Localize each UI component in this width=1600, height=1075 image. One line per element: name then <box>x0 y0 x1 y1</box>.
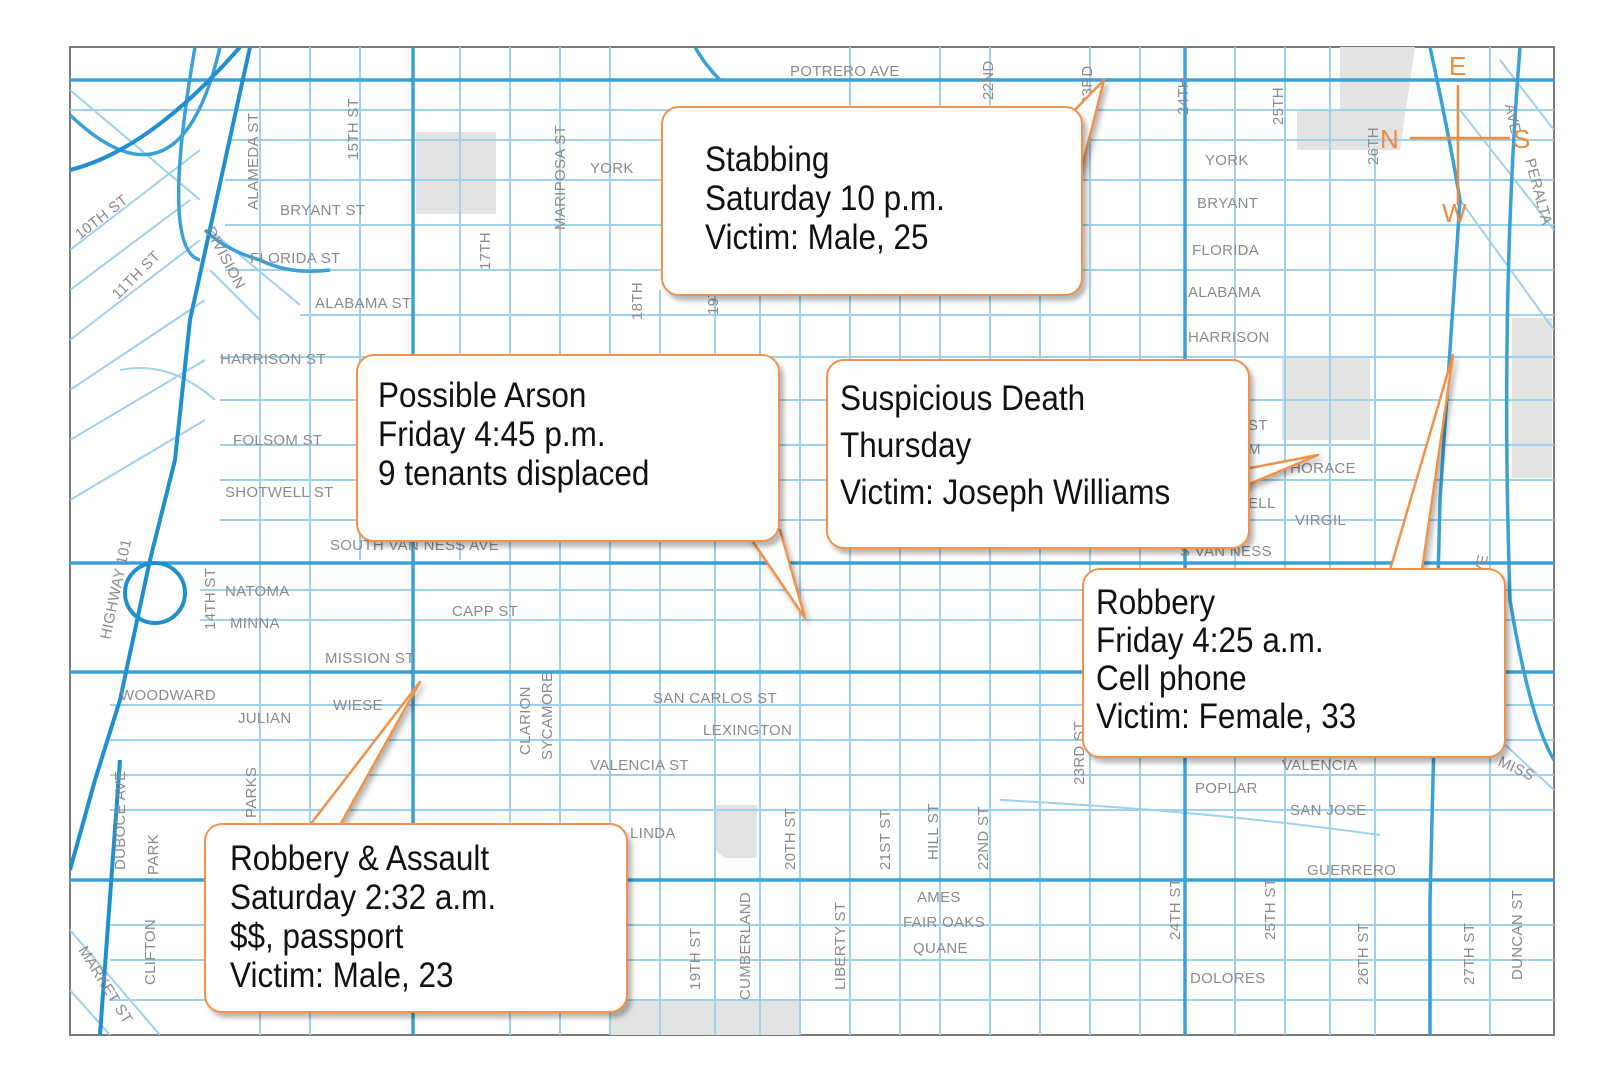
callout-stabbing: Stabbing Saturday 10 p.m. Victim: Male, … <box>661 106 1083 296</box>
label-bryant-east: BRYANT <box>1197 195 1258 212</box>
highway-101 <box>70 47 252 1035</box>
label-cumberland: CUMBERLAND <box>737 892 754 1000</box>
compass-rose: E N S W <box>1380 51 1530 228</box>
label-ell-fragment: ELL <box>1248 495 1276 512</box>
callout-pointers <box>308 78 1455 827</box>
label-22nd-top: 22ND <box>980 60 997 100</box>
label-lexington: LEXINGTON <box>703 722 792 739</box>
label-dolores: DOLORES <box>1190 970 1265 987</box>
callout-arson-time: Friday 4:45 p.m. <box>378 415 606 454</box>
callout-assault-items: $$, passport <box>230 917 404 956</box>
label-folsom: FOLSOM ST <box>233 432 322 449</box>
label-horace: HORACE <box>1290 460 1356 477</box>
callout-arson: Possible Arson Friday 4:45 p.m. 9 tenant… <box>356 354 780 542</box>
callout-robbery-item: Cell phone <box>1096 659 1247 698</box>
callout-robbery-victim: Victim: Female, 33 <box>1096 697 1357 736</box>
label-21st: 21ST ST <box>877 809 894 870</box>
label-hill: HILL ST <box>925 803 942 860</box>
label-woodward: WOODWARD <box>120 687 216 704</box>
label-ames: AMES <box>917 889 961 906</box>
label-harrison-east: HARRISON <box>1188 329 1270 346</box>
callout-robbery-time: Friday 4:25 a.m. <box>1096 621 1324 660</box>
callout-arson-detail: 9 tenants displaced <box>378 454 650 493</box>
label-14th: 14TH ST <box>202 568 219 630</box>
label-bryant: BRYANT ST <box>280 202 365 219</box>
label-24th-top: 24TH <box>1175 77 1192 115</box>
label-20th: 20TH ST <box>782 808 799 870</box>
label-harrison: HARRISON ST <box>220 351 326 368</box>
label-15th: 15TH ST <box>345 98 362 160</box>
label-wiese: WIESE <box>333 697 383 714</box>
label-capp: CAPP ST <box>452 603 518 620</box>
label-york: YORK <box>590 160 634 177</box>
label-clarion: CLARION <box>517 686 534 755</box>
label-minna: MINNA <box>230 615 280 632</box>
label-duboce: DUBOCE AVE <box>112 771 129 870</box>
callout-stabbing-time: Saturday 10 p.m. <box>705 179 945 218</box>
label-liberty: LIBERTY ST <box>832 902 849 990</box>
label-quane: QUANE <box>913 940 968 957</box>
label-linda: LINDA <box>630 825 676 842</box>
label-florida-east: FLORIDA <box>1192 242 1259 259</box>
callout-robbery: Robbery Friday 4:25 a.m. Cell phone Vict… <box>1082 568 1506 758</box>
callout-assault-title: Robbery & Assault <box>230 839 490 878</box>
label-mariposa: MARIPOSA ST <box>552 125 569 230</box>
callout-death-time: Thursday <box>840 426 972 465</box>
label-natoma: NATOMA <box>225 583 290 600</box>
label-alameda: ALAMEDA ST <box>245 113 262 210</box>
compass-west: W <box>1442 198 1467 228</box>
label-shotwell: SHOTWELL ST <box>225 484 334 501</box>
callout-death-victim: Victim: Joseph Williams <box>840 473 1171 512</box>
label-guerrero: GUERRERO <box>1307 862 1396 879</box>
callout-robbery-title: Robbery <box>1096 583 1216 622</box>
callout-stabbing-victim: Victim: Male, 25 <box>705 218 929 257</box>
label-mission: MISSION ST <box>325 650 415 667</box>
label-17th: 17TH <box>477 232 494 270</box>
callout-assault-victim: Victim: Male, 23 <box>230 956 454 995</box>
label-potrero: POTRERO AVE <box>790 63 900 80</box>
compass-south: S <box>1513 124 1530 154</box>
label-san-carlos: SAN CARLOS ST <box>653 690 777 707</box>
label-24th: 24TH ST <box>1167 878 1184 940</box>
label-valencia-east: VALENCIA <box>1282 757 1357 774</box>
label-florida: FLORIDA ST <box>250 250 341 267</box>
label-27th: 27TH ST <box>1461 923 1478 985</box>
label-ave-top: AVE <box>1501 102 1524 135</box>
label-parks: PARKS <box>243 767 260 818</box>
label-25th: 25TH ST <box>1262 878 1279 940</box>
label-st-fragment: ST <box>1248 417 1268 434</box>
label-m-fragment: M <box>1248 441 1261 458</box>
label-19th: 19TH ST <box>687 928 704 990</box>
label-clifton: CLIFTON <box>142 919 159 985</box>
label-fair-oaks: FAIR OAKS <box>903 914 985 931</box>
label-18th: 18TH <box>629 282 646 320</box>
callout-arson-title: Possible Arson <box>378 376 587 415</box>
label-sycamore: SYCAMORE <box>539 672 556 760</box>
label-25th-top: 25TH <box>1270 87 1287 125</box>
label-julian: JULIAN <box>238 710 291 727</box>
label-valencia: VALENCIA ST <box>590 757 689 774</box>
label-22nd: 22ND ST <box>975 806 992 870</box>
callout-death: Suspicious Death Thursday Victim: Joseph… <box>826 359 1250 549</box>
label-york-east: YORK <box>1205 152 1249 169</box>
callout-assault: Robbery & Assault Saturday 2:32 a.m. $$,… <box>204 823 628 1013</box>
label-virgil: VIRGIL <box>1295 512 1346 529</box>
callout-stabbing-title: Stabbing <box>705 140 830 179</box>
label-alabama-east: ALABAMA <box>1188 284 1261 301</box>
label-duncan: DUNCAN ST <box>1509 890 1526 980</box>
label-26th: 26TH ST <box>1355 923 1372 985</box>
label-san-jose: SAN JOSE <box>1290 802 1367 819</box>
label-park: PARK <box>145 834 162 875</box>
label-26th-top: 26TH <box>1365 127 1382 165</box>
callout-death-title: Suspicious Death <box>840 379 1086 418</box>
compass-east: E <box>1449 51 1466 81</box>
label-alabama: ALABAMA ST <box>315 295 411 312</box>
label-poplar: POPLAR <box>1195 780 1258 797</box>
compass-north: N <box>1380 124 1399 154</box>
callout-assault-time: Saturday 2:32 a.m. <box>230 878 497 917</box>
